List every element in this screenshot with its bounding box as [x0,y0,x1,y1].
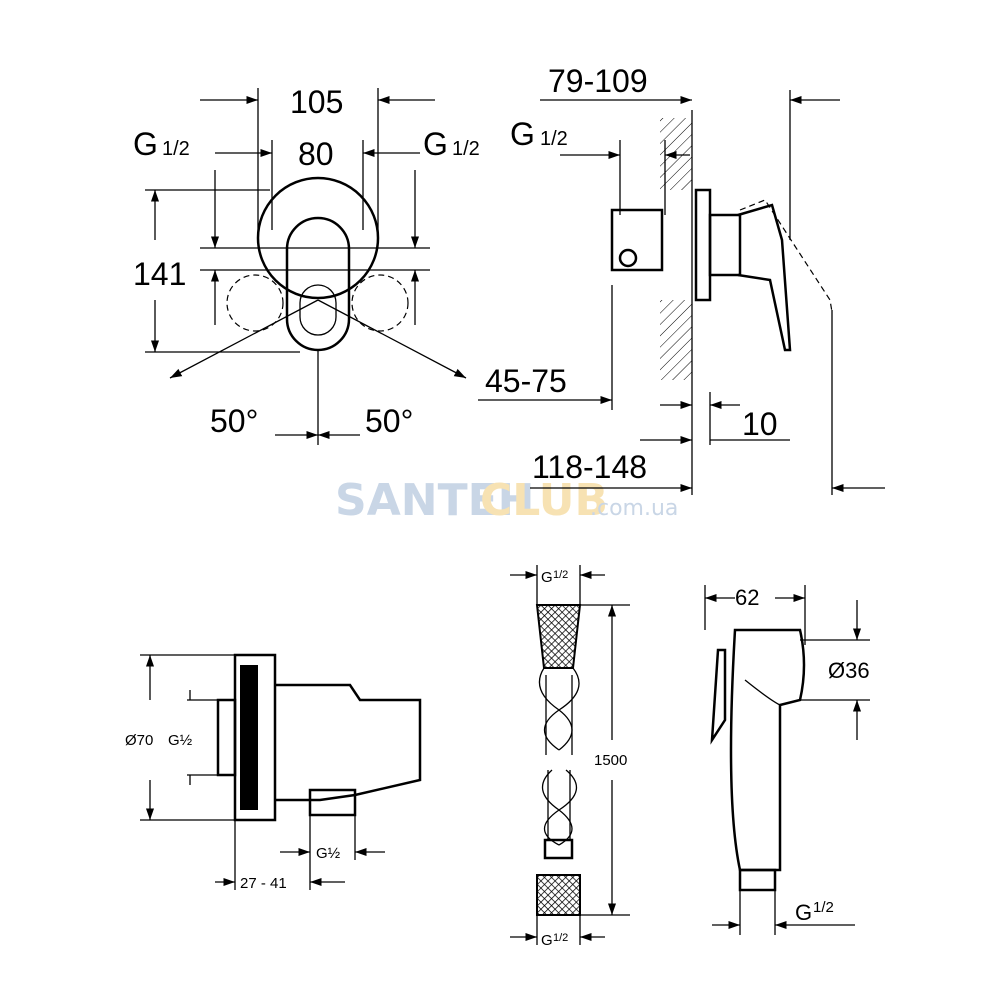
dimension-label: G [133,126,158,162]
dimension-label: 79-109 [548,63,648,99]
dimension-label: 27 - 41 [240,875,287,892]
dimension-label: 50° [210,403,258,439]
dimension-label: G½ [168,732,193,749]
dimension-label: G [510,116,535,152]
dimension-label: 45-75 [485,363,567,399]
dimension-label: 1/2 [553,932,568,944]
watermark: SANTEH CLUB .com.ua [335,475,678,526]
dimension-label: G [795,900,812,925]
dimension-label: 50° [365,403,413,439]
dimension-label: CLUB [480,475,608,526]
dimension-label: G½ [316,845,341,862]
hose: G 1/2 1500 G 1/2 [510,565,630,949]
dimension-label: 62 [735,585,759,610]
dimension-label: 80 [298,136,334,172]
dimension-label: Ø36 [828,658,870,683]
front-view: 105 80 G 1/2 G 1/2 141 50° 50° [133,84,480,445]
dimension-label: 1/2 [540,128,568,150]
spray-head: 62 Ø36 G 1/2 [704,585,870,935]
dimension-label: G [541,569,553,586]
wall-connector: Ø70 G½ G½ 27 - 41 [125,653,422,892]
dimension-label: 105 [290,84,343,120]
dimension-label: 1/2 [162,138,190,160]
dimension-label: 1/2 [553,569,568,581]
dimension-label: .com.ua [590,496,678,521]
dimension-label: G [423,126,448,162]
dimension-label: 141 [133,256,186,292]
dimension-label: SANTEH [335,475,534,526]
dimension-label: 1/2 [452,138,480,160]
dimension-label: G [541,932,553,949]
dimension-label: 1/2 [813,899,834,916]
dimension-label: 1500 [594,752,627,769]
side-view: 79-109 G 1/2 45-75 10 118-148 [478,63,885,495]
lever [285,216,351,352]
dimension-label: 118-148 [532,449,647,485]
dimension-label: Ø70 [125,732,153,749]
dimension-label: 10 [742,406,778,442]
